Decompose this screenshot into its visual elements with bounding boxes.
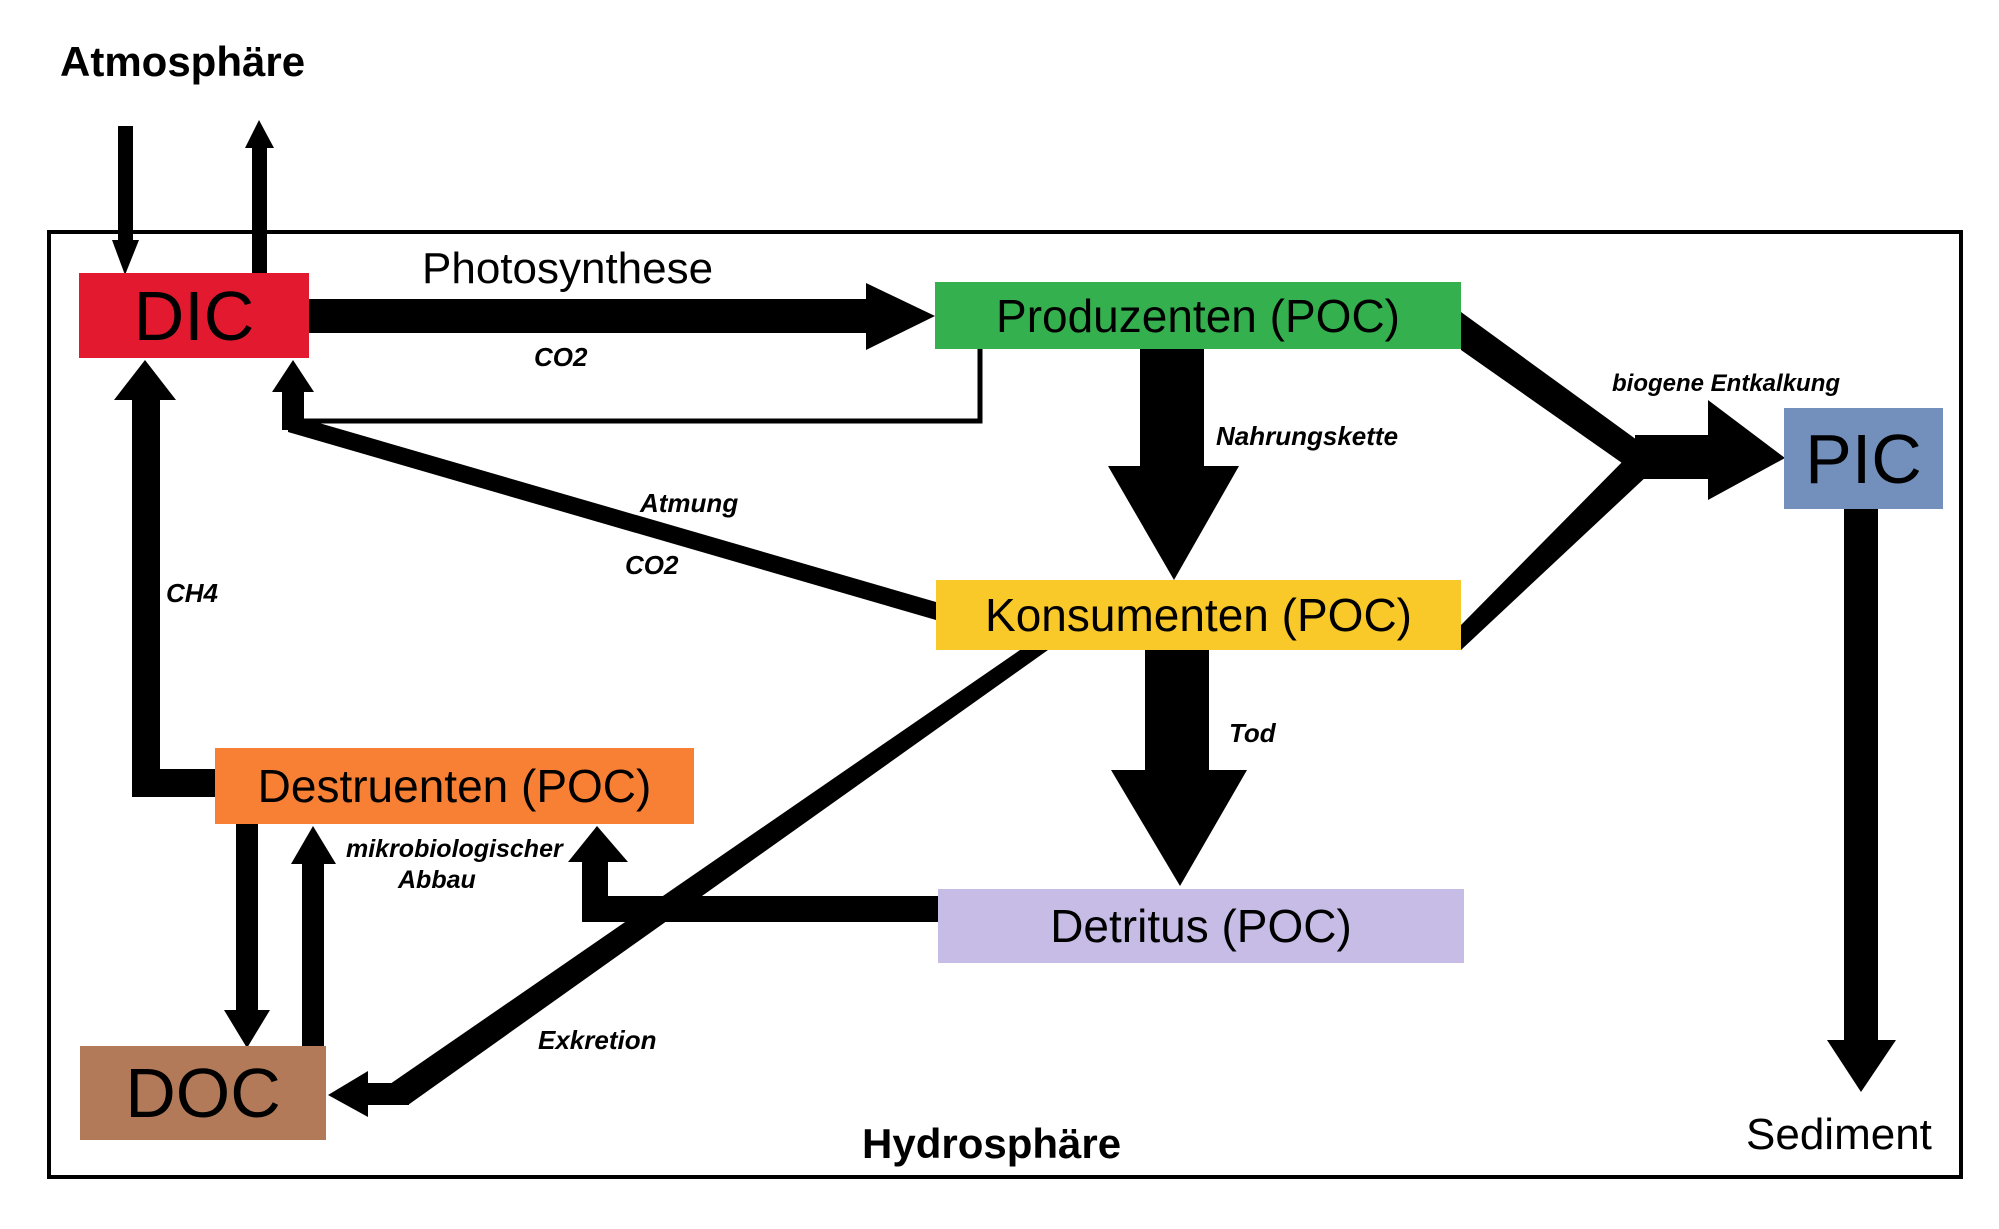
node-doc: DOC [80,1046,326,1140]
node-dic-label: DIC [133,276,255,355]
node-pic-label: PIC [1805,419,1922,498]
node-consumers-label: Konsumenten (POC) [985,589,1412,641]
node-consumers: Konsumenten (POC) [936,580,1461,650]
hydrosphere-frame [47,230,1963,1179]
arrow-pic-to-sediment [1827,509,1896,1092]
arrow-respiration [282,392,936,620]
sediment-label: Sediment [1746,1110,1932,1159]
arrowhead-dic-right [272,360,314,392]
node-decomposers: Destruenten (POC) [215,748,694,824]
arrow-photosynthesis [309,283,935,350]
label-co2-top: CO2 [534,342,588,372]
node-decomposers-label: Destruenten (POC) [257,760,652,812]
label-food-chain: Nahrungskette [1216,421,1399,451]
arrow-ch4 [114,360,215,797]
hydrosphere-title: Hydrosphäre [862,1120,1122,1167]
atmosphere-title: Atmosphäre [60,38,306,85]
label-biogenic-decalcification: biogene Entkalkung [1612,370,1841,397]
label-ch4: CH4 [166,578,219,608]
label-photosynthesis: Photosynthese [422,244,714,293]
label-co2-respiration: CO2 [625,550,679,580]
label-death: Tod [1229,718,1276,748]
label-respiration: Atmung [640,488,739,518]
arrow-dic-to-atmosphere [245,120,274,274]
node-producers-label: Produzenten (POC) [996,289,1400,342]
arrow-biogenic-decalcification [1461,312,1785,650]
arrow-food-chain [1108,349,1239,580]
node-pic: PIC [1784,408,1943,509]
node-detritus-label: Detritus (POC) [1050,900,1352,952]
node-doc-label: DOC [125,1054,281,1132]
node-detritus: Detritus (POC) [938,889,1464,963]
arrow-excretion [328,650,1048,1117]
arrow-atmosphere-to-dic [112,126,139,275]
arrow-death [1111,650,1247,886]
arrow-detritus-to-decomposers [568,826,938,922]
label-microbial-line2: Abbau [398,866,476,894]
arrow-producers-respiration [291,349,983,424]
node-producers: Produzenten (POC) [935,282,1461,349]
arrow-doc-to-decomposers [291,826,336,1046]
label-microbial-line1: mikrobiologischer [346,835,563,863]
label-excretion: Exkretion [538,1025,657,1055]
node-dic: DIC [79,273,309,358]
arrow-decomposers-to-doc [224,824,270,1048]
